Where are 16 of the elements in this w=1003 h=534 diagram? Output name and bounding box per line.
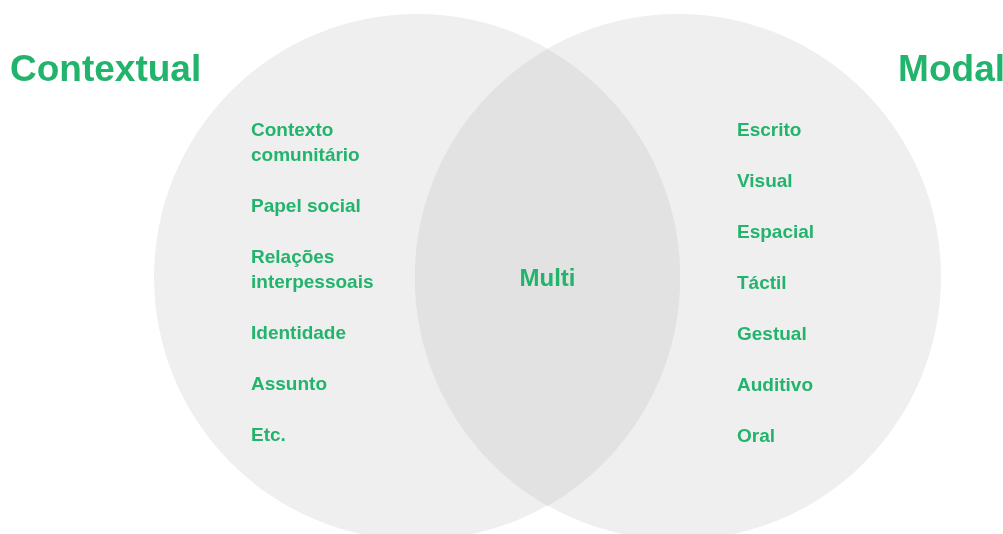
set-title: Contextual	[10, 50, 202, 87]
list-item: Auditivo	[737, 373, 814, 397]
list-item: Visual	[737, 169, 794, 193]
list-item: Assunto	[251, 372, 328, 396]
list-item: Identidade	[251, 321, 347, 345]
list-item: Etc.	[251, 423, 287, 447]
list-item: Gestual	[737, 322, 808, 346]
list-item: Táctil	[737, 271, 788, 295]
list-item: Contexto comunitário	[251, 118, 361, 167]
set-title: Modal	[898, 50, 1003, 87]
list-item: Espacial	[737, 220, 816, 244]
overlap-label: Multi	[519, 262, 576, 293]
list-item: Escrito	[737, 118, 803, 142]
list-item: Oral	[737, 424, 777, 448]
list-item: Papel social	[251, 194, 362, 218]
list-item: Relações interpessoais	[251, 245, 375, 294]
